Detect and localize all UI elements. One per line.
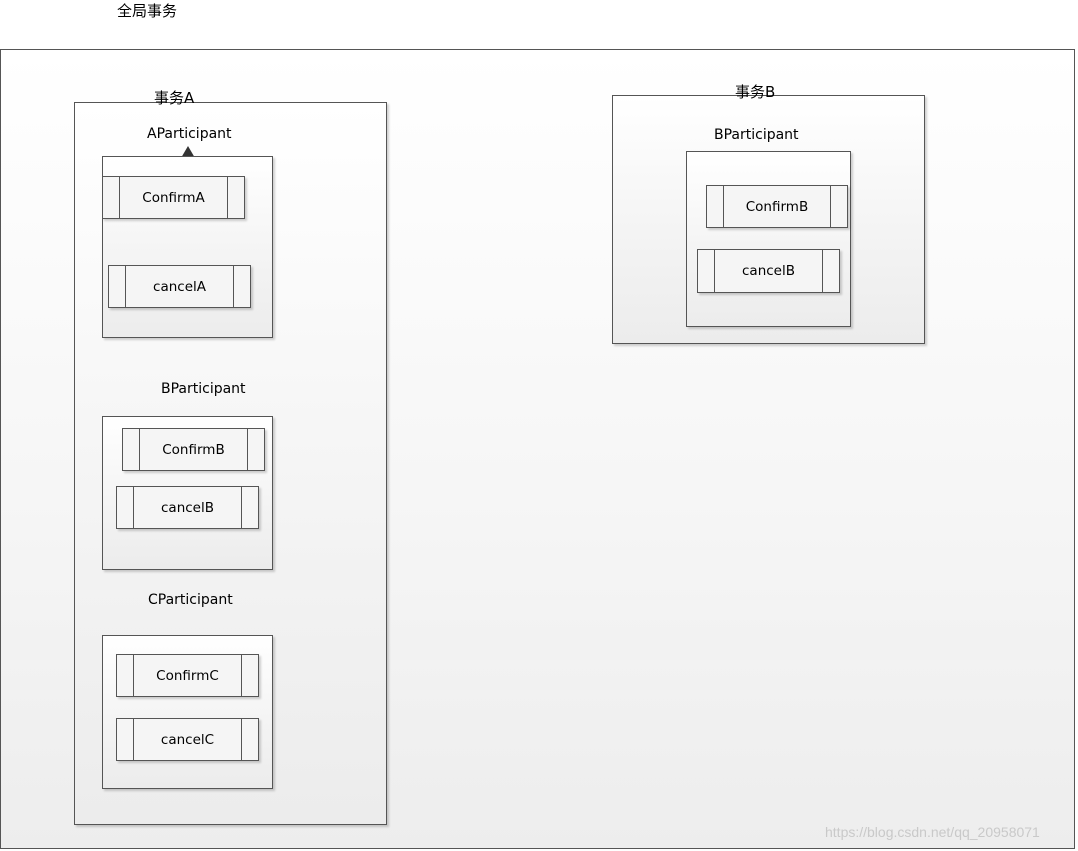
- c-participant-label: CParticipant: [148, 592, 233, 608]
- b-participant-label-a: BParticipant: [161, 381, 246, 397]
- cancel-a-label: cancelA: [153, 278, 206, 295]
- confirm-b-label-b: ConfirmB: [745, 198, 809, 215]
- b-participant-label-b: BParticipant: [714, 127, 799, 143]
- cancel-b-label-b: cancelB: [742, 263, 795, 279]
- cancel-c-process: cancelC: [116, 718, 259, 761]
- cancel-c-label: cancelC: [160, 731, 215, 748]
- confirm-c-process: ConfirmC: [116, 654, 259, 697]
- a-participant-label: AParticipant: [147, 126, 232, 142]
- transaction-b-title: 事务B: [735, 83, 776, 101]
- confirm-b-label-a: ConfirmB: [162, 441, 225, 458]
- b-participant-box-b: [686, 151, 851, 327]
- confirm-a-process: ConfirmA: [102, 176, 245, 219]
- cancel-a-process: cancelA: [108, 265, 251, 308]
- cancel-b-label-a: cancelB: [161, 499, 214, 516]
- global-transaction-title: 全局事务: [117, 2, 178, 20]
- confirm-b-process-a: ConfirmB: [122, 428, 265, 471]
- arrow-up-icon: [181, 146, 195, 158]
- confirm-c-label: ConfirmC: [156, 667, 219, 684]
- transaction-a-title: 事务A: [154, 89, 195, 107]
- confirm-b-process-b: ConfirmB: [706, 185, 848, 228]
- confirm-a-label: ConfirmA: [142, 189, 205, 206]
- watermark-text: https://blog.csdn.net/qq_20958071: [825, 824, 1040, 840]
- cancel-b-process-a: cancelB: [116, 486, 259, 529]
- cancel-b-process-b: cancelB: [697, 249, 840, 293]
